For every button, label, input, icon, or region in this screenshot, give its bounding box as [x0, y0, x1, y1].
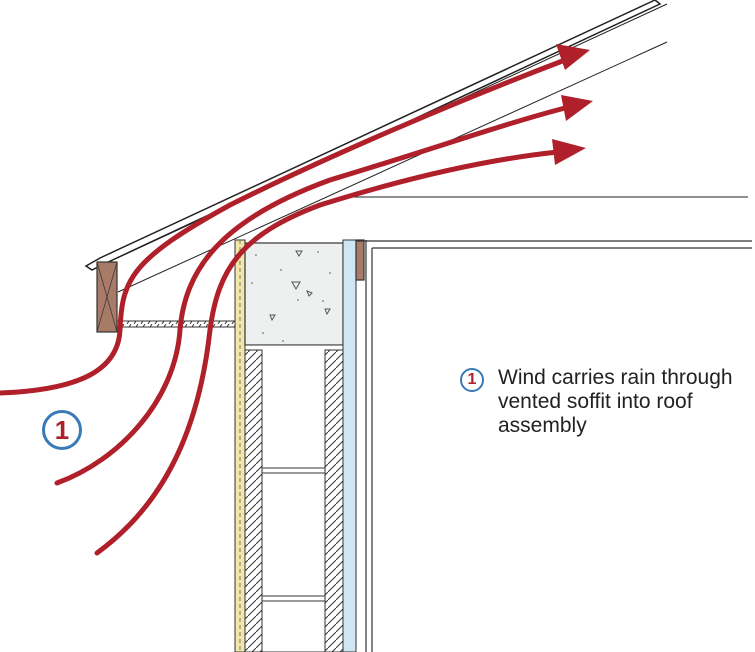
membrane — [342, 239, 357, 652]
callout-marker-1: 1 — [42, 410, 82, 450]
legend-marker: 1 — [460, 368, 484, 392]
vented-soffit — [116, 320, 238, 328]
arrowheads — [552, 44, 593, 165]
fascia-board — [96, 261, 118, 333]
wall-framing — [244, 344, 344, 652]
legend-text: Wind carries rain through vented soffit … — [498, 366, 733, 437]
wind-arrow-3 — [94, 149, 561, 556]
wind-arrow-1 — [0, 57, 568, 396]
ceiling — [355, 239, 752, 652]
wind-arrow-2 — [54, 105, 568, 486]
wind-arrows — [0, 57, 568, 556]
arrowhead-3 — [552, 139, 586, 165]
arrowhead-2 — [561, 95, 593, 121]
concrete-block — [244, 242, 344, 346]
legend: 1 Wind carries rain through vented soffi… — [460, 366, 755, 438]
arrowhead-1 — [556, 44, 590, 70]
